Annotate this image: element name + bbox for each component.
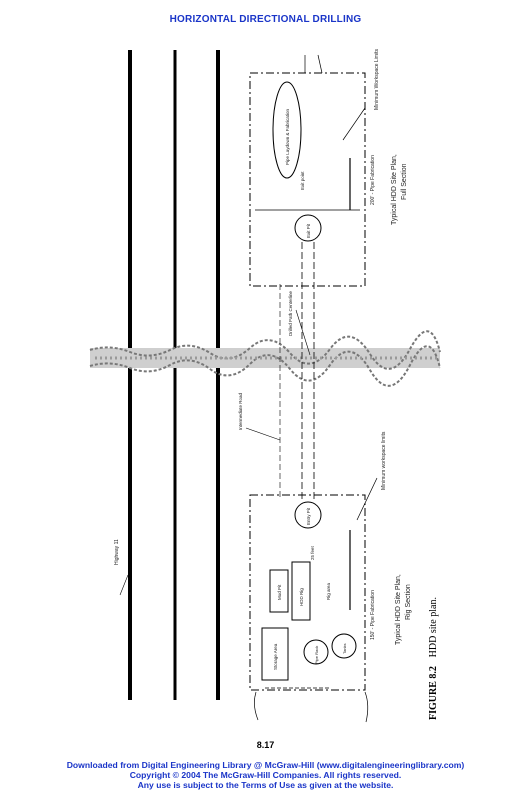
page-number: 8.17 (256, 740, 275, 750)
right-plan-title: Typical HDD Site Plan, (391, 154, 398, 225)
page-footer: Downloaded from Digital Engineering Libr… (0, 760, 531, 790)
footer-copyright-line: Copyright © 2004 The McGraw-Hill Compani… (129, 770, 402, 780)
pipe-rack-circle (303, 639, 329, 665)
left-plan-subtitle: Rig Section (405, 584, 412, 620)
highway-label: Highway 11 (114, 539, 120, 565)
tanks-label: Tanks (342, 644, 347, 654)
workspace-label-right: Minimum Workspace Limits (374, 48, 380, 110)
storage-label: Storage Area (273, 643, 278, 670)
full-section-site-box (249, 72, 366, 287)
footer-terms-line: Any use is subject to the Terms of Use a… (137, 780, 394, 790)
footer-download-line[interactable]: Downloaded from Digital Engineering Libr… (66, 760, 465, 770)
left-plan-title: Typical HDD Site Plan, (395, 574, 402, 645)
hdd-rig-label: HDD Rig (299, 588, 304, 606)
mud-pit-rect (269, 569, 289, 613)
right-plan-subtitle: Full Section (401, 163, 408, 200)
figure-caption-label: FIGURE 8.2 HDD site plan. (428, 597, 439, 720)
river-band (89, 330, 441, 387)
pipe-laydown-label: Pipe Laydown & Fabrication (285, 108, 290, 165)
rig-section-site-box (249, 494, 366, 691)
exit-pit-label: Exit Pit (306, 223, 311, 238)
figure-caption: HDD site plan. (428, 597, 439, 657)
entry-pit-circle (294, 501, 322, 529)
entry-pit-label: Entry Pit (306, 507, 311, 525)
feet-label: 25 feet (310, 545, 315, 560)
dimension-label-right: 200' - Pipe Fabrication (370, 155, 376, 205)
pipe-rack-label: Pipe Rack (314, 646, 319, 664)
pipe-laydown-ellipse (272, 81, 302, 179)
mud-pit-label: Mud Pit (277, 584, 282, 600)
dimension-label-left: 150' - Pipe Fabrication (370, 590, 376, 640)
drilled-path-label: Drilled Path Centerline (288, 290, 293, 336)
tanks-circle (331, 633, 357, 659)
storage-rect (261, 627, 289, 681)
exit-point-label: Exit point (300, 171, 305, 190)
figure-label: FIGURE 8.2 (428, 666, 439, 720)
rig-area-label: Rig area (326, 582, 331, 600)
exit-pit-circle (294, 214, 322, 242)
page-header: HORIZONTAL DIRECTIONAL DRILLING (169, 14, 362, 25)
hdd-rig-rect (291, 561, 311, 621)
workspace-label-left: Minimum workspace limits (381, 431, 387, 490)
intermediate-road-label: Intermediate Road (238, 392, 243, 430)
